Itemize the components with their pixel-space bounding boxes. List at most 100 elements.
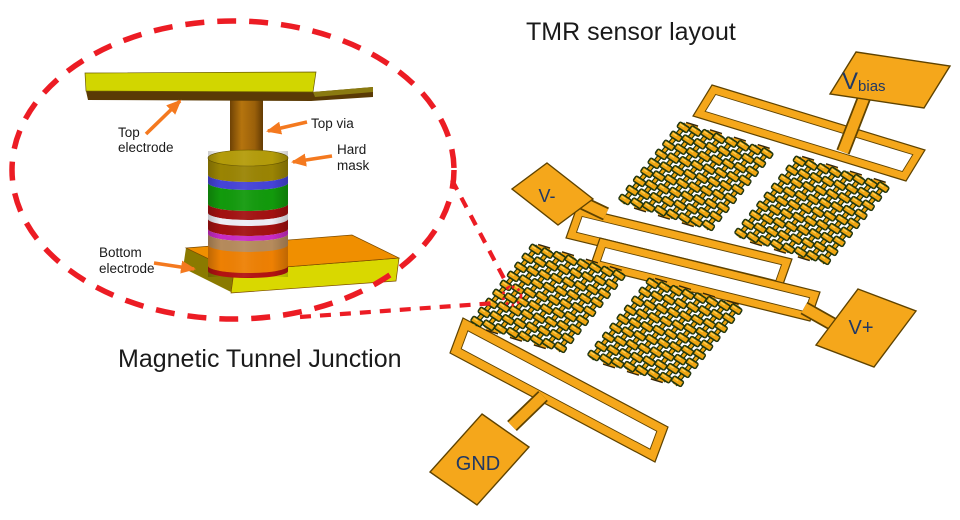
mtj-element-highlight [533, 336, 538, 340]
mtj-element [852, 174, 866, 186]
mtj-element-highlight [739, 141, 745, 146]
mtj-element [782, 242, 796, 255]
mtj-element [549, 272, 564, 285]
mtj-element [801, 237, 815, 249]
mtj-element-highlight [664, 197, 670, 202]
mtj-element [876, 181, 890, 193]
mtj-element [649, 192, 663, 204]
mtj-element-highlight [867, 179, 873, 184]
mtj-element [525, 321, 539, 333]
mtj-element [575, 314, 589, 327]
mtj-element [537, 325, 551, 337]
mtj-element [623, 304, 637, 317]
mtj-element-highlight [480, 308, 486, 313]
mtj-element-highlight [548, 261, 553, 266]
mtj-element [680, 190, 694, 202]
mtj-element [758, 235, 772, 247]
mtj-element-highlight [701, 307, 706, 311]
magnifier-overlay [9, 18, 523, 322]
mtj-element [625, 339, 639, 351]
mtj-element [775, 195, 789, 207]
mtj-element [635, 364, 649, 377]
mtj-element-highlight [780, 231, 786, 236]
mtj-element-highlight [693, 316, 699, 320]
mtj-element [605, 278, 619, 290]
mtj-element [712, 132, 726, 145]
mtj-element [581, 271, 595, 283]
mtj-element [566, 289, 580, 301]
mtj-element-highlight [704, 221, 710, 226]
mtj-element-highlight [683, 192, 689, 197]
mtj-element [506, 326, 520, 339]
mtj-element [678, 310, 693, 322]
mtj-element-highlight [662, 317, 668, 322]
mtj-element [630, 351, 644, 364]
mtj-element-highlight [785, 244, 790, 249]
mtj-element [699, 185, 714, 197]
mtj-element-highlight [502, 281, 508, 286]
mtj-element-highlight [645, 203, 650, 207]
pad-vplus-label: V+ [848, 317, 873, 339]
mtj-element-highlight [628, 186, 634, 191]
mtj-element-highlight [672, 132, 678, 137]
mtj-element [681, 134, 695, 146]
mtj-element [561, 276, 576, 288]
mtj-element-highlight [495, 290, 500, 295]
mtj-element [716, 201, 730, 214]
mtj-element [849, 195, 863, 208]
mtj-element-highlight [550, 296, 555, 301]
mtj-element-highlight [763, 149, 768, 154]
mtj-element [643, 299, 657, 311]
mtj-element [765, 226, 779, 238]
mtj-element-highlight [650, 370, 655, 374]
mtj-element [787, 199, 801, 211]
mtj-element [794, 190, 808, 202]
mtj-element-highlight [665, 295, 670, 300]
mtj-element-highlight [655, 172, 660, 177]
top-electrode-label-line1: Top [118, 125, 140, 140]
mtj-element-highlight [722, 181, 727, 186]
mtj-element-highlight [821, 199, 827, 204]
mtj-element-highlight [574, 303, 579, 308]
mtj-element [842, 204, 856, 217]
mtj-element [593, 274, 607, 287]
mtj-element [659, 161, 673, 173]
mtj-element [508, 305, 522, 317]
mtj-element-highlight [857, 210, 863, 215]
mtj-inset: Top electrode Top via Hard mask Bottom e… [84, 71, 402, 373]
mtj-element-highlight [679, 123, 685, 128]
mtj-element [804, 159, 818, 171]
mtj-element [668, 186, 682, 199]
mtj-element [551, 307, 566, 319]
mtj-element [644, 179, 659, 191]
mtj-element-highlight [579, 260, 585, 265]
mtj-element-highlight [732, 305, 737, 310]
mtj-element-highlight [744, 220, 750, 225]
mtj-element [753, 156, 767, 168]
top-via-label: Top via [311, 116, 354, 131]
mtj-element-highlight [744, 154, 749, 159]
mtj-array-bottom-right [587, 277, 743, 388]
top-electrode [84, 71, 317, 93]
mtj-element-highlight [684, 136, 690, 141]
mtj-element-highlight [698, 328, 704, 333]
mtj-element-highlight [590, 351, 595, 356]
mtj-element-highlight [681, 214, 686, 218]
mtj-element-highlight [793, 179, 798, 184]
mtj-element-highlight [775, 218, 781, 223]
mtj-element-highlight [564, 278, 570, 283]
mtj-element-highlight [562, 300, 567, 304]
mtj-element [666, 152, 680, 164]
mtj-element [611, 357, 625, 369]
mtj-element-highlight [533, 279, 539, 284]
mtj-element-highlight [807, 161, 813, 166]
mtj-element [760, 213, 775, 225]
mtj-element [760, 147, 774, 159]
mtj-element-highlight [655, 326, 660, 331]
mtj-element [559, 298, 573, 310]
mtj-element-highlight [707, 199, 713, 204]
mtj-array-top-right [734, 155, 890, 266]
mtj-element-highlight [835, 237, 841, 242]
mtj-element [833, 179, 847, 191]
